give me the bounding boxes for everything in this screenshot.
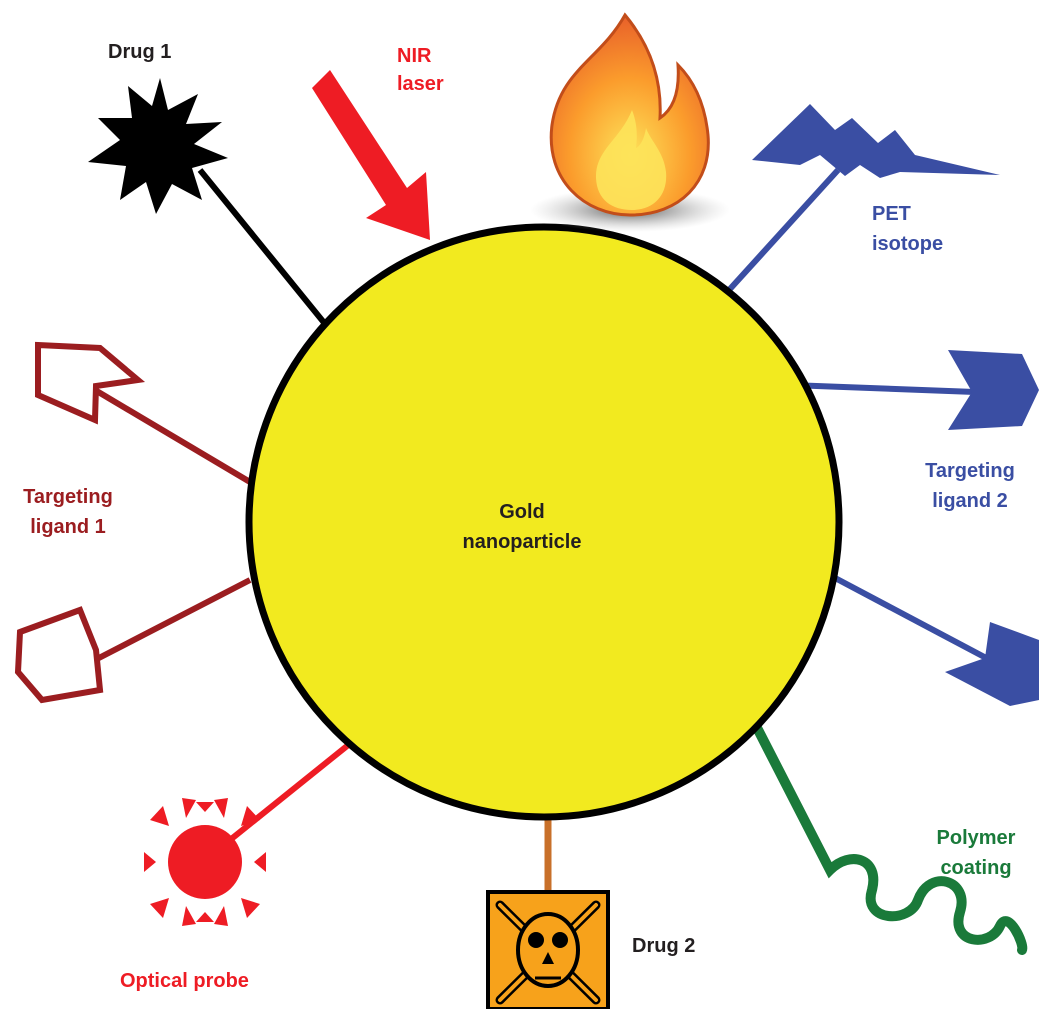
polymer-label-line2: coating: [940, 857, 1011, 879]
polymer-label-line1: Polymer: [937, 827, 1016, 849]
optical-probe-label: Optical probe: [120, 970, 249, 992]
ligand2-upper-linker: [789, 382, 976, 395]
arrowhead-icon: [948, 350, 1039, 430]
ligand2-label-line2: ligand 2: [932, 490, 1008, 512]
drug1-label: Drug 1: [108, 41, 171, 63]
outlined-arrowhead-icon: [35, 341, 146, 425]
pet-label-line2: isotope: [872, 233, 943, 255]
drug1-linker: [197, 168, 333, 332]
gold-nanoparticle-label-line2: nanoparticle: [463, 531, 582, 553]
outlined-arrowhead-icon: [14, 606, 104, 704]
nir-label-line1: NIR: [397, 45, 432, 67]
optical-linker: [228, 739, 354, 843]
ligand1-upper-linker: [93, 387, 252, 485]
ligand2-lower-linker: [818, 567, 992, 663]
ligand1-label-line1: Targeting: [23, 486, 113, 508]
pet-label-line1: PET: [872, 203, 911, 225]
starburst-icon: [88, 78, 228, 214]
ligand1-lower-linker: [93, 577, 252, 663]
ligand1-label-line2: ligand 1: [30, 516, 106, 538]
pet-linker: [717, 167, 841, 303]
gold-nanoparticle-label-line1: Gold: [499, 501, 545, 523]
arrowhead-icon: [945, 622, 1039, 706]
polymer-coating-chain: [747, 713, 1028, 955]
sun-icon: [144, 798, 266, 926]
drug2-label: Drug 2: [632, 935, 695, 957]
gold-nanoparticle: [245, 223, 843, 821]
nir-label-line2: laser: [397, 73, 444, 95]
arrow-icon: [312, 70, 430, 240]
lightning-bolt-icon: [752, 104, 1000, 178]
ligand2-label-line1: Targeting: [925, 460, 1015, 482]
flame-icon: [530, 12, 730, 232]
skull-crossbones-icon: [486, 890, 610, 1009]
